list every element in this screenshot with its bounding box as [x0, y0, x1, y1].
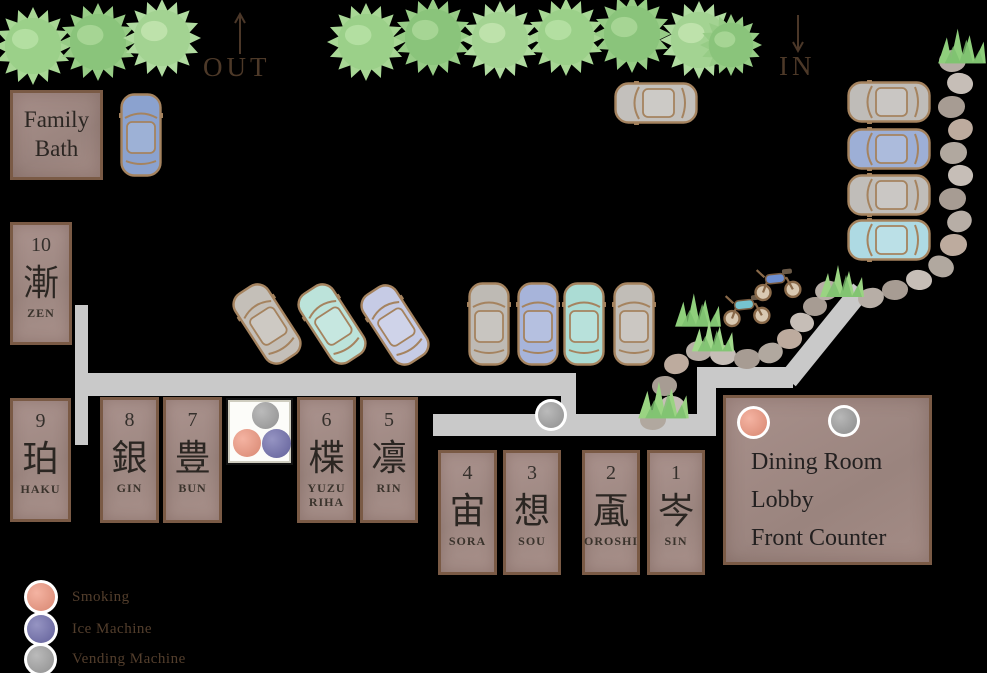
room-building-9: 9 珀 HAKU: [10, 398, 71, 522]
room-building-1: 1 岑 SIN: [647, 450, 705, 575]
grass-icon: [636, 378, 691, 422]
room-romaji: SIN: [664, 533, 688, 548]
room-kanji: 宙: [449, 491, 486, 531]
room-number: 6: [321, 409, 332, 431]
car-icon: [612, 281, 656, 367]
car-icon: [290, 276, 374, 372]
room-romaji: SORA: [448, 533, 487, 548]
car-icon: [613, 81, 699, 125]
room-romaji: ZEN: [27, 305, 55, 320]
vending-marker: [538, 402, 564, 428]
car-icon: [846, 173, 932, 217]
room-building-4: 4 宙 SORA: [438, 450, 497, 575]
room-romaji: YUZU RIHA: [307, 480, 346, 509]
room-kanji: 楪: [308, 438, 345, 478]
road-right: [697, 367, 793, 388]
stone: [939, 188, 966, 210]
room-building-6: 6 楪 YUZU RIHA: [297, 397, 356, 523]
lobby-label: Lobby: [751, 487, 814, 513]
room-romaji: BUN: [178, 480, 207, 495]
room-number: 1: [671, 462, 681, 484]
room-kanji: 銀: [111, 438, 148, 478]
stone: [803, 297, 827, 316]
stone: [777, 329, 802, 349]
room-building-2: 2 颪 OROSHI: [582, 450, 640, 575]
room-romaji: OROSHI: [584, 533, 639, 548]
room-building-8: 8 銀 GIN: [100, 397, 159, 523]
room-kanji: 凛: [370, 438, 407, 478]
stone: [904, 267, 934, 293]
legend-vending-dot: [27, 646, 54, 673]
ice-machine-marker: [262, 429, 291, 458]
room-kanji: 岑: [657, 491, 694, 531]
stone: [940, 234, 967, 256]
room-kanji: 豊: [174, 438, 211, 478]
legend-smoking-label: Smoking: [72, 589, 130, 605]
car-icon: [119, 92, 163, 178]
car-icon: [846, 127, 932, 171]
grass-icon: [818, 262, 866, 300]
car-icon: [846, 80, 932, 124]
stone: [882, 280, 908, 300]
car-icon: [353, 277, 437, 373]
room-kanji: 珀: [22, 439, 59, 479]
family-bath-label: Family Bath: [23, 107, 90, 161]
dining-room-label: Dining Room: [751, 449, 883, 475]
grass-icon: [936, 26, 987, 66]
tree-icon: [123, 0, 201, 77]
legend-ice-machine-dot: [27, 615, 55, 643]
room-number: 9: [35, 410, 46, 432]
arrow-down-icon: [792, 15, 804, 54]
room-romaji: SOU: [518, 533, 546, 548]
car-icon: [225, 276, 309, 372]
room-number: 8: [124, 409, 135, 431]
car-icon: [467, 281, 511, 367]
vending-marker: [252, 402, 279, 429]
family-bath-building: Family Bath: [10, 90, 103, 180]
in-sign: IN: [779, 51, 816, 81]
room-building-10: 10 漸 ZEN: [10, 222, 72, 345]
stone: [938, 96, 965, 118]
stone: [944, 70, 976, 97]
room-number: 3: [527, 462, 537, 484]
room-kanji: 想: [513, 491, 550, 531]
arrow-up-icon: [234, 11, 246, 54]
main-building: Dining Room Lobby Front Counter: [723, 395, 932, 565]
car-icon: [846, 218, 932, 262]
legend-vending-label: Vending Machine: [72, 651, 186, 667]
room-building-5: 5 凛 RIN: [360, 397, 418, 523]
stone: [946, 162, 975, 189]
legend-smoking-dot: [27, 583, 55, 611]
room-number: 7: [187, 409, 198, 431]
tree-icon: [700, 14, 762, 76]
out-sign: OUT: [203, 52, 271, 82]
car-icon: [516, 281, 560, 367]
smoking-marker: [233, 429, 261, 457]
room-romaji: HAKU: [20, 481, 61, 496]
stone: [734, 349, 760, 369]
room-building-3: 3 想 SOU: [503, 450, 561, 575]
room-number: 5: [384, 409, 394, 431]
room-number: 2: [606, 462, 616, 484]
room-kanji: 漸: [22, 263, 59, 303]
smoking-marker: [740, 409, 767, 436]
room-romaji: GIN: [116, 480, 143, 495]
stone: [946, 116, 975, 143]
room-number: 4: [462, 462, 473, 484]
main-building-labels: Dining Room Lobby Front Counter: [751, 443, 886, 557]
room-kanji: 颪: [592, 491, 629, 531]
room-romaji: RIN: [376, 480, 402, 495]
room-building-7: 7 豊 BUN: [163, 397, 222, 523]
vending-marker: [831, 408, 857, 434]
road-upper: [75, 373, 575, 396]
stone: [944, 208, 975, 235]
stone: [940, 142, 967, 164]
room-number: 10: [31, 234, 51, 256]
legend-ice-machine-label: Ice Machine: [72, 621, 153, 637]
front-counter-label: Front Counter: [751, 525, 887, 551]
motorcycle-icon: [749, 261, 804, 302]
car-icon: [562, 281, 606, 367]
